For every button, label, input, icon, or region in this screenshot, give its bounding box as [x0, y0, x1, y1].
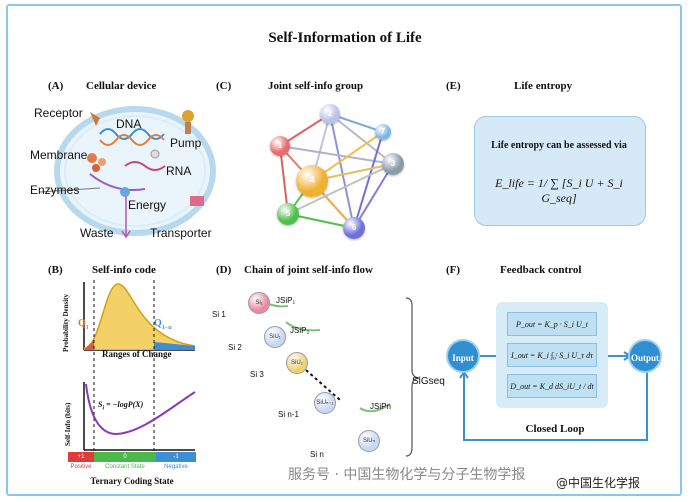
chain-si-node: SiU₂ [286, 352, 308, 374]
figure-title: Self-Information of Life [268, 30, 422, 46]
ylabel-probability: Probability Density [62, 293, 70, 352]
input-node: Input [446, 339, 480, 373]
integral-term: I_out = K_i ∫₀ᵗ S_i U_τ dτ [507, 343, 597, 367]
network-node-5: 5 [277, 203, 299, 225]
panel-e-label: (E) [446, 80, 461, 92]
cell-illustration [39, 106, 216, 239]
transporter-shape [190, 196, 204, 206]
pump-shape [182, 110, 194, 122]
panel-c-title: Joint self-info group [268, 80, 364, 92]
label-enzymes: Enzymes [30, 183, 80, 197]
watermark-service: 服务号 · 中国生物化学与分子生物学报 [288, 467, 526, 483]
chain-si-node: SiUₙ₋₁ [314, 392, 336, 414]
derivative-term: D_out = K_d dS_iU_t / dt [507, 374, 597, 398]
state-positive-name: Positive [70, 464, 92, 470]
state-positive: +1 [68, 452, 94, 462]
state-negative-name: Negative [164, 464, 188, 470]
network-node-4: 4 [296, 165, 328, 197]
label-rna: RNA [166, 164, 192, 178]
panel-f-label: (F) [446, 264, 461, 276]
chain-si-node: SiUₙ [358, 430, 380, 452]
panel-a-title: Cellular device [86, 80, 157, 92]
label-pump: Pump [170, 136, 202, 150]
network-node-7: 7 [375, 124, 391, 140]
panel-a-label: (A) [48, 80, 64, 92]
proportional-term: P_out = K_p · S_i U_t [507, 312, 597, 336]
sum-brace [405, 297, 420, 457]
closed-loop-label: Closed Loop [525, 423, 585, 435]
panel-e-title: Life entropy [514, 80, 573, 92]
chain-si-label: Si n-1 [278, 410, 299, 419]
rna-strand [124, 161, 166, 171]
closed-loop-path [463, 372, 648, 441]
label-energy: Energy [128, 198, 167, 212]
receptor-shape [90, 112, 100, 126]
chain-jsip-label: JSiP₁ [276, 296, 296, 305]
chain-si-label: Si 2 [228, 343, 242, 352]
label-receptor: Receptor [34, 106, 83, 120]
entropy-text: Life entropy can be assessed via [491, 140, 627, 151]
chain-si-node: SiU₁ [264, 326, 286, 348]
q-left-label: Q1 [78, 318, 89, 331]
chain-si-label: Si 3 [250, 370, 264, 379]
network-node-1: 1 [270, 136, 290, 156]
network-node-2: 2 [320, 104, 340, 124]
panel-b-label: (B) [48, 264, 63, 276]
xlabel-ranges: Ranges of Change [102, 349, 172, 359]
entropy-equation: E_life = 1/ ∑ [S_i U + S_i G_seq] [495, 176, 623, 205]
selfinfo-formula: Si = −logP(X) [98, 400, 144, 412]
label-membrane: Membrane [30, 148, 88, 162]
panel-c-label: (C) [216, 80, 232, 92]
entropy-box [474, 116, 646, 226]
ylabel-selfinfo: Self-Info (bits) [64, 402, 72, 446]
ternary-state-bar: +1 0 -1 [68, 452, 196, 462]
chain-si-node: Si₁ [248, 292, 270, 314]
panel-d-label: (D) [216, 264, 232, 276]
label-dna: DNA [116, 117, 142, 131]
network-node-6: 6 [343, 217, 365, 239]
watermark-handle: @中国生化学报 [556, 476, 641, 490]
cell-membrane [54, 106, 216, 236]
figure-frame [6, 4, 682, 496]
label-waste: Waste [80, 226, 114, 240]
chain-jsip-label: JSiP₂ [290, 326, 310, 335]
network-node-3: 3 [382, 153, 404, 175]
state-negative: -1 [156, 452, 196, 462]
dna-strand [99, 128, 165, 140]
ternary-state-names: Positive Constant State Negative [68, 464, 196, 470]
q-right-label: Q1−α [154, 318, 172, 331]
state-constant-name: Constant State [105, 464, 145, 470]
sum-label: SiGseq [412, 376, 445, 387]
state-constant: 0 [94, 452, 156, 462]
output-node: Output [628, 339, 662, 373]
chain-si-label: Si 1 [212, 310, 226, 319]
label-transporter: Transporter [150, 226, 212, 240]
panel-b-title: Self-info code [92, 264, 156, 276]
panel-d-title: Chain of joint self-info flow [244, 264, 373, 276]
self-info-curve [85, 383, 196, 436]
self-info-code-plots [83, 280, 196, 453]
chain-jsip-label: JSiPn [370, 402, 391, 411]
energy-molecule [120, 187, 130, 197]
panel-f-title: Feedback control [500, 264, 582, 276]
chain-si-label: Si n [310, 450, 324, 459]
probability-density-curve [84, 284, 195, 350]
ternary-footer: Ternary Coding State [90, 476, 174, 486]
